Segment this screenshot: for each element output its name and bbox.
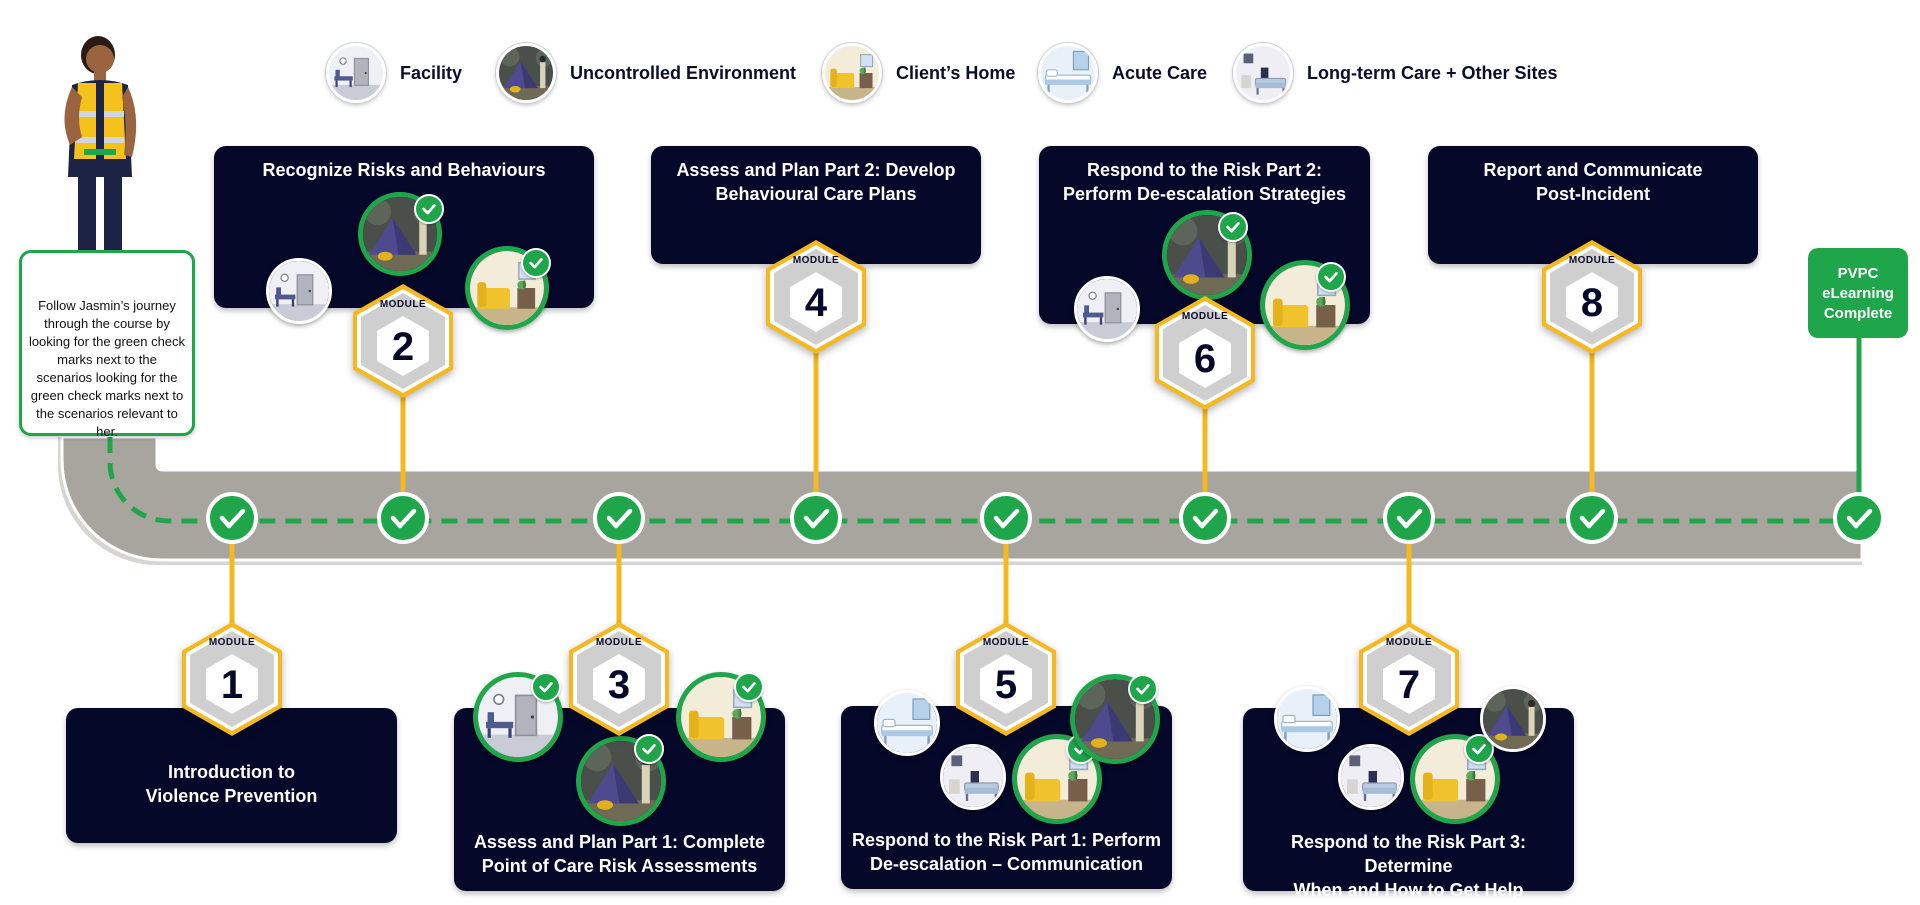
module-title-line: Recognize Risks and Behaviours [262, 160, 546, 180]
module-badge-4[interactable]: MODULE 4 [766, 240, 866, 354]
module-title-line: Assess and Plan Part 2: Develop [676, 160, 956, 180]
legend-item-long-term-care: Long-term Care + Other Sites [1233, 43, 1558, 103]
completion-line: Complete [1823, 305, 1893, 322]
uncontrolled-environment-scene-icon [358, 192, 442, 276]
completion-badge: PVPC eLearning Complete [1808, 248, 1908, 338]
jasmin-character-icon [64, 36, 137, 269]
module-number: 7 [1397, 663, 1421, 707]
module-word: MODULE [1181, 311, 1229, 322]
checkpoint-check-icon [593, 492, 645, 544]
scenario-check-icon [1316, 262, 1346, 292]
module-number: 8 [1580, 281, 1604, 325]
acute-care-scene-icon [1274, 686, 1340, 752]
checkpoint-check-icon [1833, 492, 1885, 544]
module-badge-2[interactable]: MODULE 2 [353, 284, 453, 398]
scenario-check-icon [531, 672, 561, 702]
uncontrolled-environment-scene-icon [1070, 674, 1160, 764]
long-term-care-scene-icon [1233, 43, 1293, 103]
clients-home-scene-icon [822, 43, 882, 103]
long-term-care-scene-icon [1338, 744, 1404, 810]
checkpoint-check-icon [377, 492, 429, 544]
scenario-check-icon [414, 194, 444, 224]
checkpoint-check-icon [206, 492, 258, 544]
clients-home-scene-icon [1012, 734, 1102, 824]
module-title-line: Respond to the Risk Part 1: Perform [851, 830, 1162, 850]
completion-line: PVPC [1837, 265, 1879, 282]
module-title-line: Violence Prevention [145, 786, 318, 806]
checkpoint-check-icon [1566, 492, 1618, 544]
legend-item-acute-care: Acute Care [1038, 43, 1208, 103]
scenario-check-icon [1218, 212, 1248, 242]
facility-scene-icon [473, 672, 563, 762]
module-title-line: When and How to Get Help [1293, 880, 1524, 900]
facility-scene-icon [326, 43, 386, 103]
legend-item-facility: Facility [326, 43, 463, 103]
module-title-line: Point of Care Risk Assessments [481, 856, 758, 876]
module-title-line: Report and Communicate [1483, 160, 1703, 180]
completion-line: eLearning [1822, 285, 1894, 302]
legend-label: Facility [400, 62, 463, 83]
facility-scene-icon [266, 258, 332, 324]
scenario-check-icon [734, 672, 764, 702]
module-title-line: Post-Incident [1535, 184, 1650, 204]
checkpoint-check-icon [790, 492, 842, 544]
legend-item-clients-home: Client’s Home [822, 43, 1016, 103]
module-number: 2 [391, 325, 415, 369]
uncontrolled-environment-scene-icon [1480, 686, 1546, 752]
legend-label: Long-term Care + Other Sites [1307, 62, 1558, 83]
checkpoint-check-icon [1383, 492, 1435, 544]
clients-home-scene-icon [1410, 734, 1500, 824]
module-title-line: Respond to the Risk Part 3: Determine [1290, 832, 1527, 876]
module-number: 3 [607, 663, 631, 707]
module-title-line: Assess and Plan Part 1: Complete [473, 832, 766, 852]
clients-home-scene-icon [676, 672, 766, 762]
module-number: 6 [1193, 337, 1217, 381]
road-dashed-route [107, 437, 1860, 524]
module-word: MODULE [792, 255, 840, 266]
module-badge-6[interactable]: MODULE 6 [1155, 296, 1255, 410]
uncontrolled-environment-scene-icon [496, 43, 556, 103]
scenario-check-icon [634, 734, 664, 764]
acute-care-scene-icon [874, 690, 940, 756]
module-title-line: Perform De-escalation Strategies [1062, 184, 1347, 204]
module-title-line: Respond to the Risk Part 2: [1086, 160, 1323, 180]
module-word: MODULE [1385, 637, 1433, 648]
module-word: MODULE [982, 637, 1030, 648]
legend-item-uncontrolled-environment: Uncontrolled Environment [496, 43, 797, 103]
checkpoint-check-icon [980, 492, 1032, 544]
module-number: 5 [994, 663, 1018, 707]
module-word: MODULE [1568, 255, 1616, 266]
module-title-line: De-escalation – Communication [869, 854, 1144, 874]
scenario-check-icon [1128, 674, 1158, 704]
acute-care-scene-icon [1038, 43, 1098, 103]
legend-label: Client’s Home [896, 62, 1016, 83]
module-word: MODULE [208, 637, 256, 648]
clients-home-scene-icon [1260, 260, 1350, 350]
module-word: MODULE [595, 637, 643, 648]
checkpoint-check-icon [1179, 492, 1231, 544]
scenario-check-icon [521, 248, 551, 278]
facility-scene-icon [1074, 276, 1140, 342]
module-title-line: Behavioural Care Plans [715, 184, 917, 204]
module-badge-3[interactable]: MODULE 3 [569, 622, 669, 736]
module-badge-7[interactable]: MODULE 7 [1359, 622, 1459, 736]
clients-home-scene-icon [465, 246, 549, 330]
module-number: 4 [804, 281, 828, 325]
module-title-line: Introduction to [168, 762, 295, 782]
module-badge-8[interactable]: MODULE 8 [1542, 240, 1642, 354]
instructions-box: Follow Jasmin’s journey through the cour… [19, 250, 195, 439]
legend-label: Acute Care [1112, 62, 1208, 83]
module-badge-1[interactable]: MODULE 1 [182, 622, 282, 736]
long-term-care-scene-icon [940, 744, 1006, 810]
legend-label: Uncontrolled Environment [570, 62, 797, 83]
uncontrolled-environment-scene-icon [576, 736, 666, 826]
module-number: 1 [220, 663, 244, 707]
module-badge-5[interactable]: MODULE 5 [956, 622, 1056, 736]
module-word: MODULE [379, 299, 427, 310]
